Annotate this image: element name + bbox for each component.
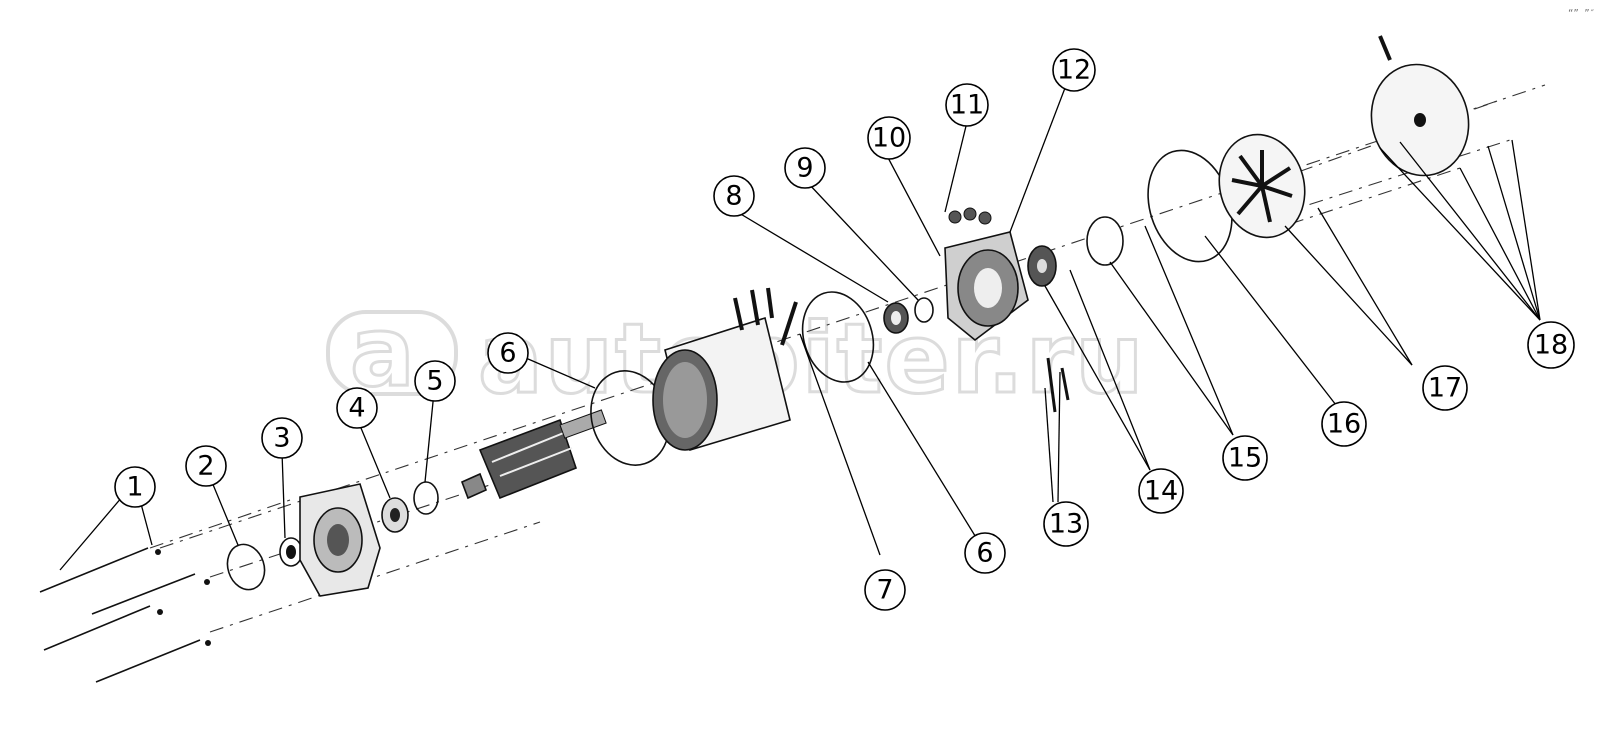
svg-text:11: 11 bbox=[950, 90, 984, 121]
svg-text:4: 4 bbox=[348, 393, 365, 424]
callout-12: 12 bbox=[1052, 48, 1096, 92]
callout-1: 1 bbox=[114, 466, 156, 508]
rear-bearing bbox=[883, 302, 909, 334]
svg-text:1: 1 bbox=[126, 472, 143, 503]
callout-2: 2 bbox=[185, 445, 227, 487]
svg-text:5: 5 bbox=[426, 366, 443, 397]
svg-text:10: 10 bbox=[872, 123, 906, 154]
svg-text:17: 17 bbox=[1428, 373, 1462, 404]
bolt-axis-2 bbox=[209, 521, 541, 633]
svg-text:9: 9 bbox=[796, 153, 813, 184]
bolt bbox=[91, 573, 196, 615]
front-bearing bbox=[381, 497, 409, 533]
callout-17: 17 bbox=[1422, 365, 1468, 411]
bearing-washer bbox=[914, 297, 934, 323]
svg-text:8: 8 bbox=[725, 181, 742, 212]
bolt-nut bbox=[204, 579, 210, 585]
bolt bbox=[95, 639, 201, 683]
callout-10: 10 bbox=[867, 116, 911, 160]
bolt-nut bbox=[205, 640, 211, 646]
callout-18: 18 bbox=[1527, 321, 1575, 369]
drive-end-housing bbox=[299, 483, 381, 597]
front-seal bbox=[279, 537, 303, 567]
callout-4: 4 bbox=[336, 387, 378, 429]
main-axis bbox=[159, 84, 1546, 549]
end-cover bbox=[1370, 35, 1470, 177]
stator-yoke bbox=[652, 287, 798, 452]
cover-axis-low bbox=[1289, 167, 1461, 225]
brush-plate bbox=[1027, 245, 1057, 287]
svg-text:15: 15 bbox=[1228, 443, 1262, 474]
callout-9: 9 bbox=[784, 147, 826, 189]
svg-text:13: 13 bbox=[1049, 509, 1083, 540]
svg-text:16: 16 bbox=[1327, 409, 1361, 440]
callout-7: 7 bbox=[864, 569, 906, 611]
armature bbox=[460, 409, 607, 500]
corner-mark: “” ”″ bbox=[1568, 9, 1595, 19]
svg-text:6: 6 bbox=[499, 338, 516, 369]
brush-holder-end-frame bbox=[944, 207, 1029, 342]
cover-axis-bottom bbox=[1279, 139, 1511, 215]
retaining-ring bbox=[413, 481, 439, 515]
bolt-axis-3 bbox=[149, 499, 291, 549]
watermark-logo-box bbox=[326, 310, 458, 396]
svg-text:2: 2 bbox=[197, 451, 214, 482]
cover-axis-top bbox=[1269, 99, 1501, 183]
bolt bbox=[43, 605, 151, 651]
o-ring-yoke-rear bbox=[801, 291, 875, 383]
brush-leads bbox=[1046, 357, 1070, 413]
thrust-washer bbox=[1086, 216, 1124, 266]
callout-15: 15 bbox=[1222, 435, 1268, 481]
through-bolts bbox=[39, 547, 211, 683]
cover-plate bbox=[1218, 133, 1306, 239]
svg-text:3: 3 bbox=[273, 423, 290, 454]
callout-14: 14 bbox=[1138, 468, 1184, 514]
o-ring-front bbox=[226, 543, 266, 591]
svg-text:7: 7 bbox=[876, 575, 893, 606]
leader-lines bbox=[59, 87, 1541, 571]
svg-text:12: 12 bbox=[1057, 55, 1091, 86]
svg-text:14: 14 bbox=[1144, 476, 1178, 507]
bolt bbox=[39, 547, 149, 593]
callout-3: 3 bbox=[261, 417, 303, 459]
callout-5: 5 bbox=[414, 360, 456, 402]
callout-13: 13 bbox=[1043, 501, 1089, 547]
callout-6-left: 6 bbox=[487, 332, 529, 374]
svg-text:6: 6 bbox=[976, 538, 993, 569]
callouts: 1 2 3 4 5 6 6 7 8 9 10 11 12 13 14 15 16… bbox=[114, 48, 1575, 611]
bolt-nut bbox=[155, 549, 161, 555]
bolt-nut bbox=[157, 609, 163, 615]
callout-6-right: 6 bbox=[964, 532, 1006, 574]
callout-8: 8 bbox=[713, 175, 755, 217]
callout-11: 11 bbox=[945, 83, 989, 127]
callout-16: 16 bbox=[1321, 401, 1367, 447]
svg-text:18: 18 bbox=[1534, 330, 1568, 361]
